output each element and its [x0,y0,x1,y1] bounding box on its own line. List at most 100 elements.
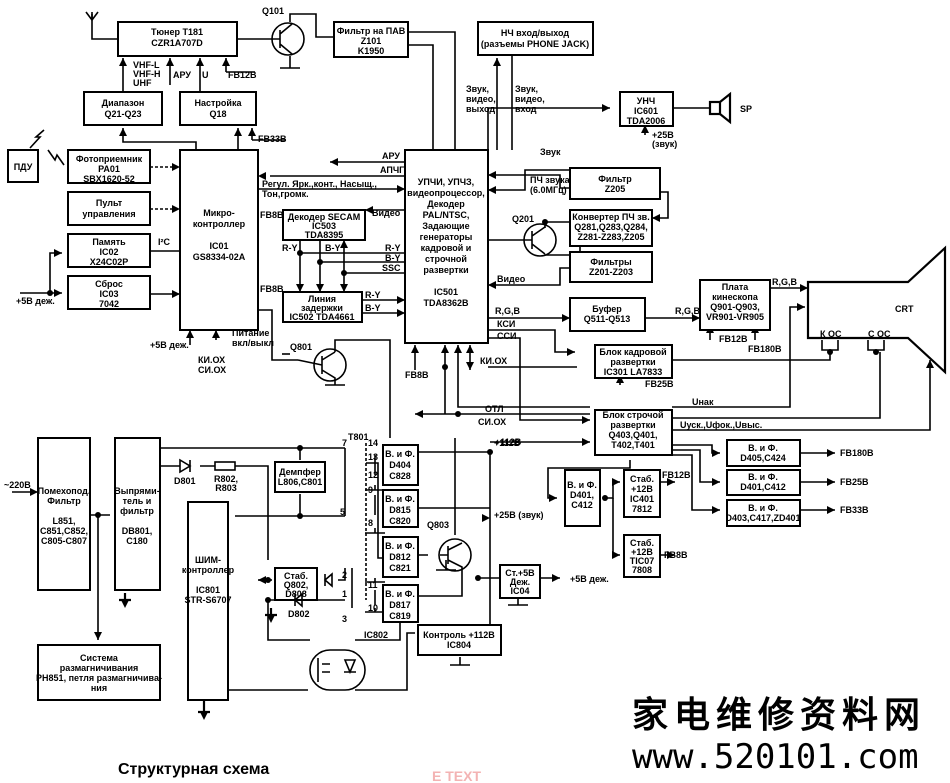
transistor-q801-icon [297,339,391,438]
memory-block [67,233,151,268]
plus25-sound-out-label: +25В (звук) [494,510,544,520]
pin-13: 13 [368,452,378,462]
text-line: IC601 [634,106,658,116]
pin-12: 12 [368,470,378,480]
text-line: КИ.ОХ [198,355,225,365]
deflection-coils-icon [821,340,885,355]
transistor-q803-icon [438,538,472,578]
converter-block [569,209,653,247]
fb25-label-vert: FB25В [645,379,674,389]
fb180-label: FB180В [840,448,874,458]
mains-label: ~220В [4,480,31,490]
d802-label: D802 [288,609,310,619]
degauss-block [37,644,161,701]
crt-label: CRT [895,304,914,314]
text-line: C820 [389,516,411,526]
apchg-label: АПЧГ [380,165,404,175]
pin-10: 10 [368,603,378,613]
text-line: Буфер [592,304,622,314]
r802-label: R802,R803 [214,474,238,493]
pin-1: 1 [342,589,347,599]
text-line: C828 [389,471,411,481]
text-line: DB801, [122,526,153,536]
text-line: Микро- [203,208,235,218]
photo-receiver-block [67,149,151,184]
resistor-r802-icon [214,461,236,471]
text-line: L806,C801 [278,477,323,487]
stabilizer-ic401-block [623,469,661,518]
rgb-label-crt: R,G,B [772,277,798,287]
text-line: видеопроцессор, [407,188,485,198]
text-line: IC301 LA7833 [604,367,663,377]
text-line: Выпрями- [114,486,159,496]
text-line: кинескопа [712,292,759,302]
text-line: Сброс [95,279,123,289]
text-line: В. и Ф. [385,541,415,551]
text-line: C821 [389,563,411,573]
text-line: Система [80,653,119,663]
text-line: Демпфер [279,467,321,477]
main-ic-block [404,149,489,344]
text-line: IC804 [447,640,471,650]
faint-watermark: E TEXT [432,768,481,783]
sound-if-label: ПЧ звука(6.0МГц) [530,175,571,195]
text-line: Звук, [515,84,538,94]
text-line: Конвертер ПЧ зв. [572,212,649,222]
watermark-chinese: 家电维修资料网 [632,694,926,736]
text-line: управления [82,209,135,219]
text-line: В. и Ф. [385,494,415,504]
text-line: IC801 [196,585,220,595]
text-line: Плата [722,282,750,292]
text-line: IC02 [99,247,118,257]
fb8-label-secam: FB8В [260,210,284,220]
text-line: развертки [610,357,655,367]
text-line: СИ.ОХ [198,365,226,375]
text-line: T402,T401 [611,440,655,450]
text-line: ШИМ- [195,555,221,565]
text-line: +12В [631,547,653,557]
speaker-icon [708,91,732,125]
text-line: IC501 [434,287,458,297]
rgb-label-buffer: R,G,B [675,306,701,316]
text-line: тель и [123,496,152,506]
k-os-label: К ОС [820,329,842,339]
plus5-standby-label-bottom: +5В деж. [150,340,189,350]
text-line: X24C02P [90,257,129,267]
stabilizer-tic07-block [623,534,661,578]
plus112-label-right: +112В [494,438,521,448]
control-panel-block [67,191,151,226]
fb12-label-crt: FB12В [719,334,748,344]
text-line: PA01 [98,164,120,174]
transistor-q201-icon [520,223,557,257]
i2c-label: I²C [158,237,170,247]
diagram-title: Структурная схема [118,761,269,778]
text-line: IC502 TDA4661 [289,312,354,322]
stab-5v-block [499,564,541,599]
text-line: PH851, петля размагничива- [36,673,162,683]
remote-signal-icon [29,129,65,166]
text-line: Z205 [605,184,626,194]
fb25-label: FB25В [840,477,869,487]
text-line: C180 [126,536,148,546]
pin-3: 3 [342,614,347,624]
rectifier-d403-block [726,499,801,527]
text-line: видео, [466,94,496,104]
text-line: D401,C412 [740,482,786,492]
text-line: Задающие [422,221,469,231]
q101-label: Q101 [262,6,284,16]
stab-q802-block [274,567,318,601]
q201-label: Q201 [512,214,534,224]
text-line: В. и Ф. [385,589,415,599]
text-line: IC03 [99,289,118,299]
text-line: Тон,громк. [262,189,309,199]
vertical-scan-block [594,344,673,379]
sound-label: Звук [540,147,561,157]
